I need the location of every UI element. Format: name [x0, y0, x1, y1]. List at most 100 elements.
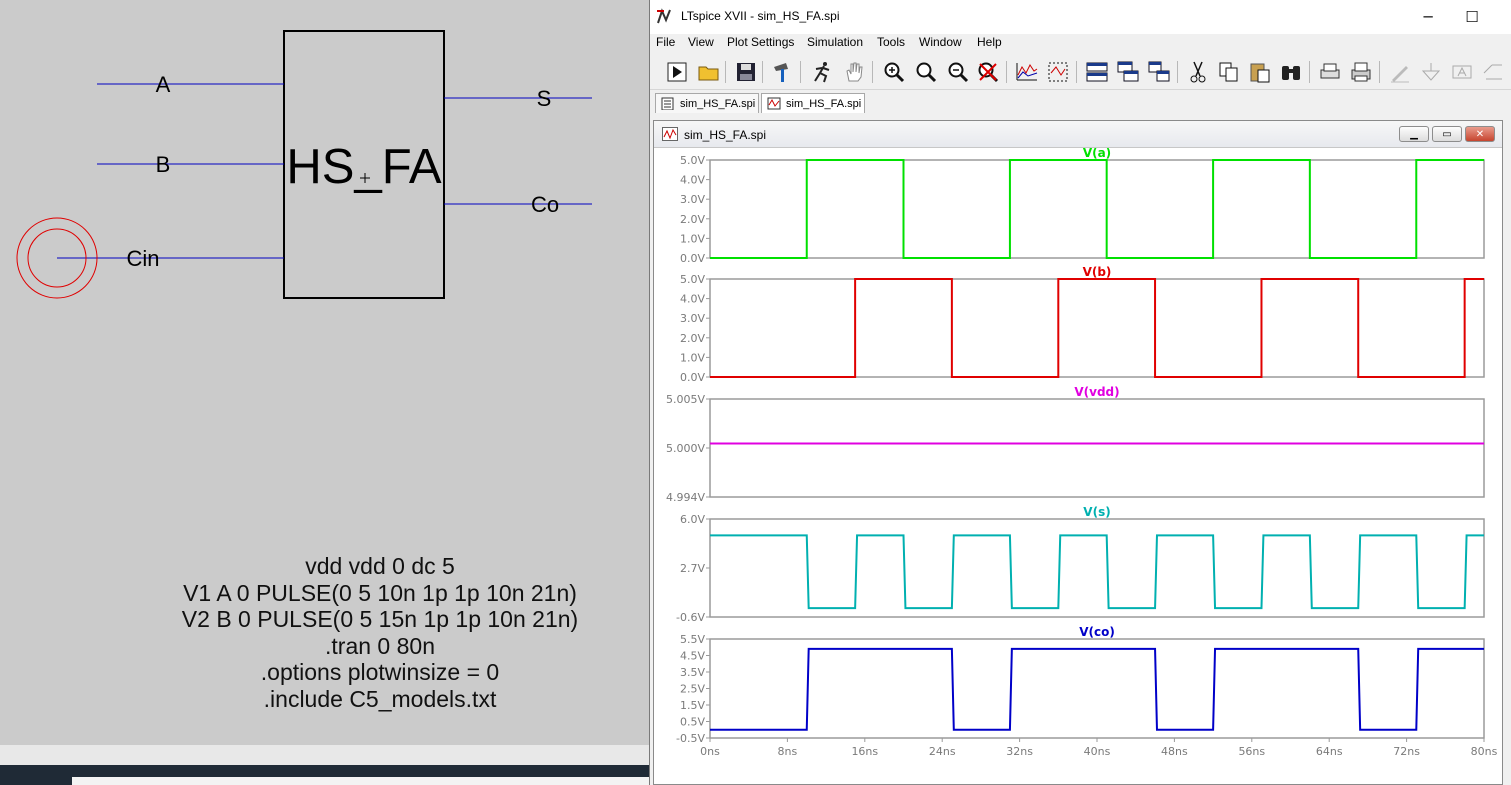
menu-simulation[interactable]: Simulation — [807, 35, 864, 49]
signal-name-label: V(a) — [1083, 148, 1111, 160]
runner-icon[interactable] — [810, 60, 834, 84]
plot-bounds-icon[interactable] — [1046, 60, 1070, 84]
waveform-plot-area[interactable]: 5.0V4.0V3.0V2.0V1.0V0.0VV(a)5.0V4.0V3.0V… — [654, 148, 1502, 784]
menu-help[interactable]: Help — [977, 35, 1002, 49]
pin-label-s: S — [537, 86, 552, 111]
plot-window-title: sim_HS_FA.spi — [684, 128, 767, 142]
menu-plot-settings[interactable]: Plot Settings — [727, 35, 795, 49]
pane-frame — [709, 638, 1485, 739]
print-icon[interactable] — [1349, 60, 1373, 84]
label-icon[interactable] — [1450, 60, 1474, 84]
netlist-line: vdd vdd 0 dc 5 — [305, 553, 455, 579]
document-tabs: sim_HS_FA.spi sim_HS_FA.spi — [650, 91, 1511, 115]
plot-close-button[interactable]: ✕ — [1465, 126, 1495, 142]
x-tick-label: 32ns — [1006, 745, 1033, 758]
pane-frame — [709, 159, 1485, 259]
plot-waveform-icon[interactable] — [1015, 60, 1039, 84]
draw-wire-icon[interactable] — [1388, 60, 1412, 84]
netlist-line: .options plotwinsize = 0 — [260, 659, 500, 685]
hammer-icon[interactable] — [771, 60, 795, 84]
y-tick-label: 3.5V — [680, 666, 705, 679]
y-tick-label: 0.0V — [680, 252, 705, 265]
print-setup-icon[interactable] — [1318, 60, 1342, 84]
save-icon[interactable] — [734, 60, 758, 84]
y-tick-label: 4.5V — [680, 650, 705, 663]
y-tick-label: 1.0V — [680, 351, 705, 364]
signal-name-label: V(co) — [1079, 625, 1115, 639]
schematic-canvas[interactable]: A B Cin S Co HS_FA vdd vdd 0 dc 5 V1 A 0… — [0, 0, 649, 745]
y-tick-label: 6.0V — [680, 513, 705, 526]
probe-marker-outer — [16, 217, 98, 299]
tile-horizontal-icon[interactable] — [1085, 60, 1109, 84]
trace-vco — [710, 647, 1484, 731]
paste-icon[interactable] — [1248, 60, 1272, 84]
y-tick-label: 3.0V — [680, 193, 705, 206]
window-title: LTspice XVII - sim_HS_FA.spi — [681, 9, 840, 23]
plot-minimize-button[interactable]: ▁ — [1399, 126, 1429, 142]
y-tick-label: -0.6V — [676, 611, 705, 624]
y-tick-label: 2.0V — [680, 332, 705, 345]
trace-vs — [710, 534, 1484, 610]
open-icon[interactable] — [697, 60, 721, 84]
signal-name-label: V(b) — [1083, 265, 1112, 279]
zoom-out-icon[interactable] — [946, 60, 970, 84]
y-tick-label: 3.0V — [680, 312, 705, 325]
run-icon[interactable] — [665, 60, 689, 84]
pane-frame — [709, 398, 1485, 498]
y-tick-label: 4.0V — [680, 293, 705, 306]
y-tick-label: 4.994V — [666, 491, 705, 504]
netlist-line: V2 B 0 PULSE(0 5 15n 1p 1p 10n 21n) — [181, 606, 579, 632]
maximize-button[interactable]: ☐ — [1465, 8, 1479, 26]
y-tick-label: 2.0V — [680, 213, 705, 226]
y-tick-label: 5.000V — [666, 442, 705, 455]
find-icon[interactable] — [1279, 60, 1303, 84]
title-bar[interactable]: LTspice XVII - sim_HS_FA.spi ─ ☐ — [650, 0, 1511, 34]
y-tick-label: 0.0V — [680, 371, 705, 384]
menu-window[interactable]: Window — [919, 35, 962, 49]
y-tick-label: 4.0V — [680, 174, 705, 187]
waveform-doc-icon — [767, 97, 781, 110]
waveform-doc-icon — [662, 127, 678, 141]
toolbar — [650, 55, 1511, 90]
netlist-line: .tran 0 80n — [325, 632, 435, 659]
pin-label-co: Co — [531, 192, 559, 217]
minimize-button[interactable]: ─ — [1423, 8, 1433, 26]
pan-hand-icon[interactable] — [842, 60, 866, 84]
y-tick-label: -0.5V — [676, 732, 705, 745]
ground-icon[interactable] — [1419, 60, 1443, 84]
signal-name-label: V(vdd) — [1074, 385, 1119, 399]
tile-vertical-icon[interactable] — [1147, 60, 1171, 84]
pane-frame — [709, 278, 1485, 378]
zoom-in-icon[interactable] — [882, 60, 906, 84]
signal-name-label: V(s) — [1083, 505, 1110, 519]
menu-tools[interactable]: Tools — [877, 35, 906, 49]
component-icon[interactable] — [1481, 60, 1505, 84]
netlist-line: V1 A 0 PULSE(0 5 10n 1p 1p 10n 21n) — [183, 579, 577, 606]
ltspice-logo-icon — [657, 8, 671, 24]
taskbar — [0, 765, 649, 785]
pin-label-b: B — [156, 152, 171, 177]
cut-icon[interactable] — [1186, 60, 1210, 84]
y-tick-label: 2.7V — [680, 562, 705, 575]
menu-view[interactable]: View — [688, 35, 714, 49]
tab-netlist[interactable]: sim_HS_FA.spi — [655, 93, 759, 113]
netlist-line: .include C5_models.txt — [263, 685, 497, 712]
x-tick-label: 56ns — [1238, 745, 1265, 758]
cascade-icon[interactable] — [1116, 60, 1140, 84]
spice-directives[interactable]: vdd vdd 0 dc 5 V1 A 0 PULSE(0 5 10n 1p 1… — [120, 553, 640, 712]
pane-frame — [709, 518, 1485, 618]
y-tick-label: 0.5V — [680, 716, 705, 729]
y-tick-label: 5.0V — [680, 273, 705, 286]
menu-bar: File View Plot Settings Simulation Tools… — [650, 34, 1511, 54]
plot-restore-button[interactable]: ▭ — [1432, 126, 1462, 142]
zoom-fit-icon[interactable] — [914, 60, 938, 84]
trace-vb — [710, 278, 1484, 378]
pin-label-a: A — [156, 72, 171, 97]
zoom-cancel-icon[interactable] — [976, 60, 1000, 84]
menu-file[interactable]: File — [656, 35, 676, 49]
copy-icon[interactable] — [1217, 60, 1241, 84]
plot-window-titlebar[interactable]: sim_HS_FA.spi ▁ ▭ ✕ — [654, 121, 1502, 148]
taskbar-item[interactable] — [72, 777, 649, 785]
x-tick-label: 80ns — [1471, 745, 1498, 758]
tab-waveform[interactable]: sim_HS_FA.spi — [761, 93, 865, 113]
